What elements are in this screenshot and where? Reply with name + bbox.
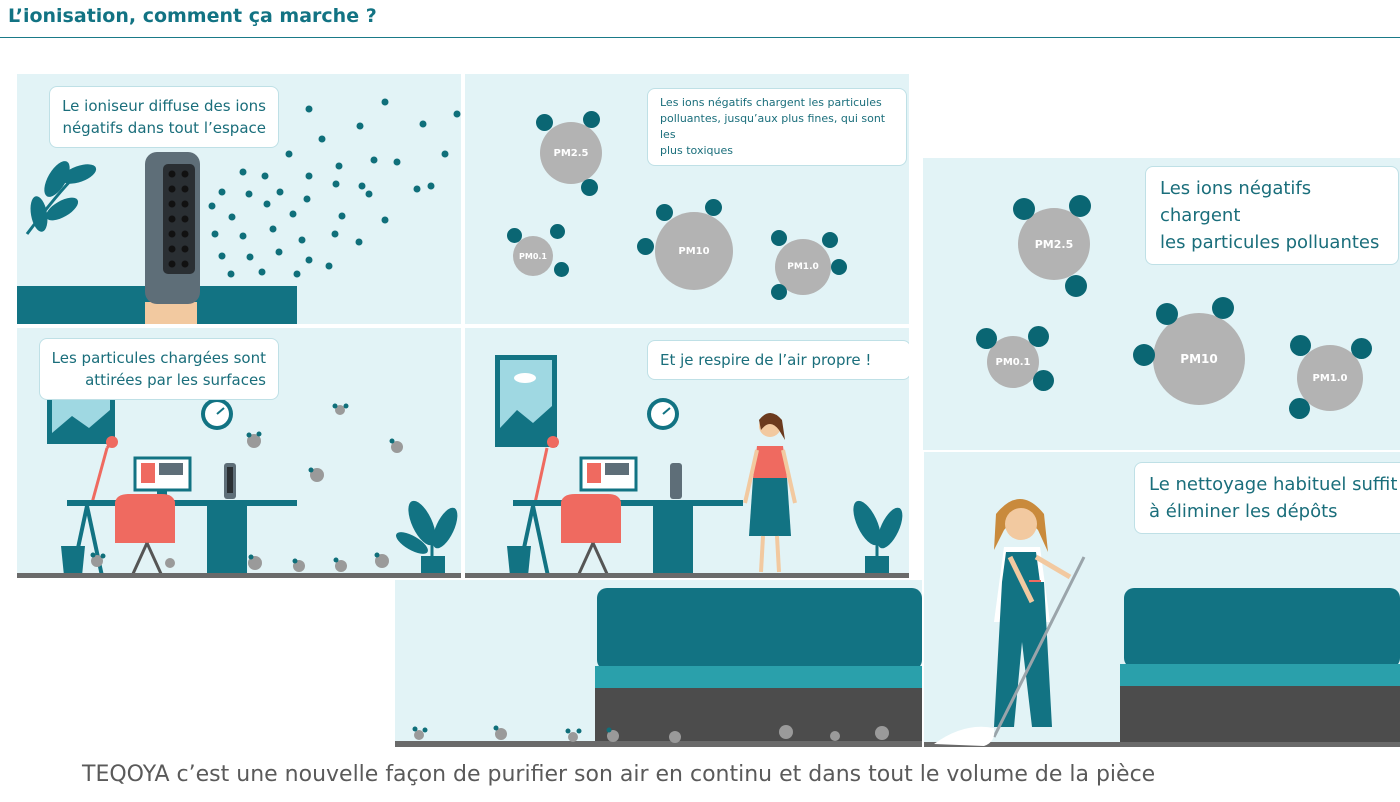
bubble-text-line: attirées par les surfaces	[85, 371, 266, 389]
ion-dot	[1133, 344, 1155, 366]
bubble-text-line: Les ions négatifs chargent	[1160, 178, 1312, 226]
particle-pm25: PM2.5	[540, 122, 602, 184]
bubble-text-line: à éliminer les dépôts	[1149, 501, 1338, 522]
particle-pm10: PM10	[655, 212, 733, 290]
bubble-text-line: plus toxiques	[660, 144, 733, 157]
sofa-illustration-left	[395, 588, 922, 747]
ion-dot	[583, 111, 600, 128]
ion-dot	[1289, 398, 1310, 419]
panel-charge-small: Les ions négatifs chargent les particule…	[465, 74, 909, 324]
header-divider	[0, 37, 1400, 38]
ion-dot	[976, 328, 997, 349]
ion-dot	[637, 238, 654, 255]
particle-pm1: PM1.0	[1297, 345, 1363, 411]
ion-dot	[1013, 198, 1035, 220]
ion-dot	[705, 199, 722, 216]
ion-dot	[831, 259, 847, 275]
ion-dot	[554, 262, 569, 277]
panel-surfaces: Les particules chargées sont attirées pa…	[17, 328, 461, 578]
bubble-text-line: négatifs dans tout l’espace	[62, 119, 266, 137]
ion-dot	[1028, 326, 1049, 347]
particle-pm10: PM10	[1153, 313, 1245, 405]
ion-dot	[656, 204, 673, 221]
ion-dot	[1065, 275, 1087, 297]
panel-clean-air: Et je respire de l’air propre !	[465, 328, 909, 578]
bubble-text-line: Et je respire de l’air propre !	[660, 351, 872, 369]
page-header: L’ionisation, comment ça marche ?	[0, 0, 1400, 38]
ion-dot	[550, 224, 565, 239]
panel-charge-big: Les ions négatifs chargent les particule…	[921, 158, 1400, 450]
ion-dot	[581, 179, 598, 196]
panel-cleaning: Le nettoyage habituel suffit à éliminer …	[924, 452, 1400, 747]
bubble-text-line: Les ions négatifs chargent les particule…	[660, 96, 882, 109]
ionizer-illustration	[17, 98, 461, 324]
particle-pm25: PM2.5	[1018, 208, 1090, 280]
bubble-text-line: les particules polluantes	[1160, 232, 1380, 253]
ion-dot	[1069, 195, 1091, 217]
ion-dot	[1351, 338, 1372, 359]
ion-dot	[1033, 370, 1054, 391]
bubble-text-line: polluantes, jusqu’aux plus fines, qui so…	[660, 112, 886, 141]
office-illustration	[17, 376, 461, 578]
office-woman-illustration	[465, 355, 909, 578]
particle-pm01: PM0.1	[513, 236, 553, 276]
speech-bubble-charge-small: Les ions négatifs chargent les particule…	[647, 88, 907, 166]
page-title: L’ionisation, comment ça marche ?	[8, 5, 377, 27]
speech-bubble-charge-big: Les ions négatifs chargent les particule…	[1145, 166, 1399, 265]
bubble-text-line: Les particules chargées sont	[51, 349, 266, 367]
speech-bubble-surfaces: Les particules chargées sont attirées pa…	[38, 338, 279, 400]
particle-pm01: PM0.1	[987, 336, 1039, 388]
ion-dot	[1290, 335, 1311, 356]
bubble-text-line: Le ioniseur diffuse des ions	[62, 97, 266, 115]
ion-dot	[536, 114, 553, 131]
ion-dot	[1156, 303, 1178, 325]
ion-dot	[822, 232, 838, 248]
bubble-text-line: Le nettoyage habituel suffit	[1149, 474, 1398, 495]
ion-dot	[771, 284, 787, 300]
speech-bubble-ionizer: Le ioniseur diffuse des ions négatifs da…	[49, 86, 279, 148]
speech-bubble-clean-air: Et je respire de l’air propre !	[647, 340, 909, 380]
ion-dot	[771, 230, 787, 246]
speech-bubble-cleaning: Le nettoyage habituel suffit à éliminer …	[1134, 462, 1400, 534]
ion-dot	[507, 228, 522, 243]
cleaning-illustration	[924, 499, 1400, 747]
caption-text: TEQOYA c’est une nouvelle façon de purif…	[82, 762, 1156, 787]
panel-ionizer: Le ioniseur diffuse des ions négatifs da…	[17, 74, 461, 324]
panel-sofa-left	[395, 580, 922, 747]
ion-dot	[1212, 297, 1234, 319]
